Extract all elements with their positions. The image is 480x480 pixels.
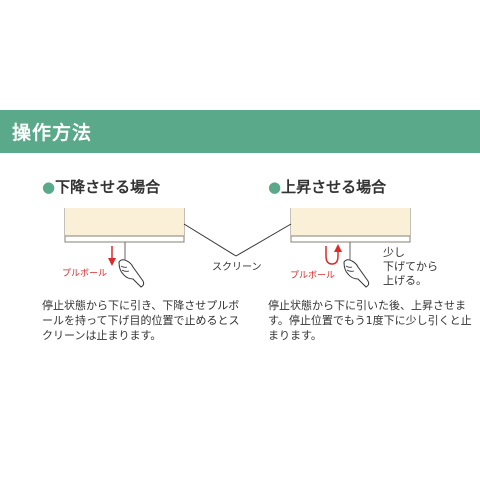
pull-ball-label-lower: プルボール — [62, 269, 108, 279]
section-banner: 操作方法 — [0, 110, 480, 153]
down-arrow-icon — [108, 246, 116, 266]
raise-title-text: 上昇させる場合 — [281, 178, 387, 196]
raise-note: 少し 下げてから 上げる。 — [383, 246, 438, 288]
lower-title-text: 下降させる場合 — [55, 178, 161, 196]
lower-screen-illustration — [64, 208, 185, 288]
raise-screen-illustration — [290, 208, 411, 288]
bullet-icon: ● — [268, 178, 282, 196]
u-turn-arrow-icon — [325, 244, 342, 265]
lower-description: 停止状態から下に引き、下降させプルボールを持って下げ目的位置で止めるとスクリーン… — [42, 299, 240, 342]
hand-icon — [118, 259, 145, 288]
hand-icon — [343, 259, 370, 288]
screen-leader-lines — [183, 223, 292, 257]
note-line: 上げる。 — [383, 274, 427, 287]
bullet-icon: ● — [42, 178, 56, 196]
note-line: 少し — [383, 246, 405, 259]
screen-label: スクリーン — [212, 262, 262, 273]
raise-description: 停止状態から下に引いた後、上昇させます。停止位置でもう1度下に少し引くと止まりま… — [268, 299, 472, 342]
note-line: 下げてから — [383, 260, 438, 273]
screen-fabric — [291, 208, 410, 236]
lower-section-title: ●下降させる場合 — [42, 176, 160, 197]
screen-fabric — [65, 208, 184, 236]
page-title: 操作方法 — [12, 122, 93, 144]
raise-section-title: ●上昇させる場合 — [268, 176, 386, 197]
screen-bottom-bar — [64, 235, 185, 243]
screen-bottom-bar — [290, 235, 411, 243]
pull-ball-label-raise: プルボール — [290, 271, 336, 281]
